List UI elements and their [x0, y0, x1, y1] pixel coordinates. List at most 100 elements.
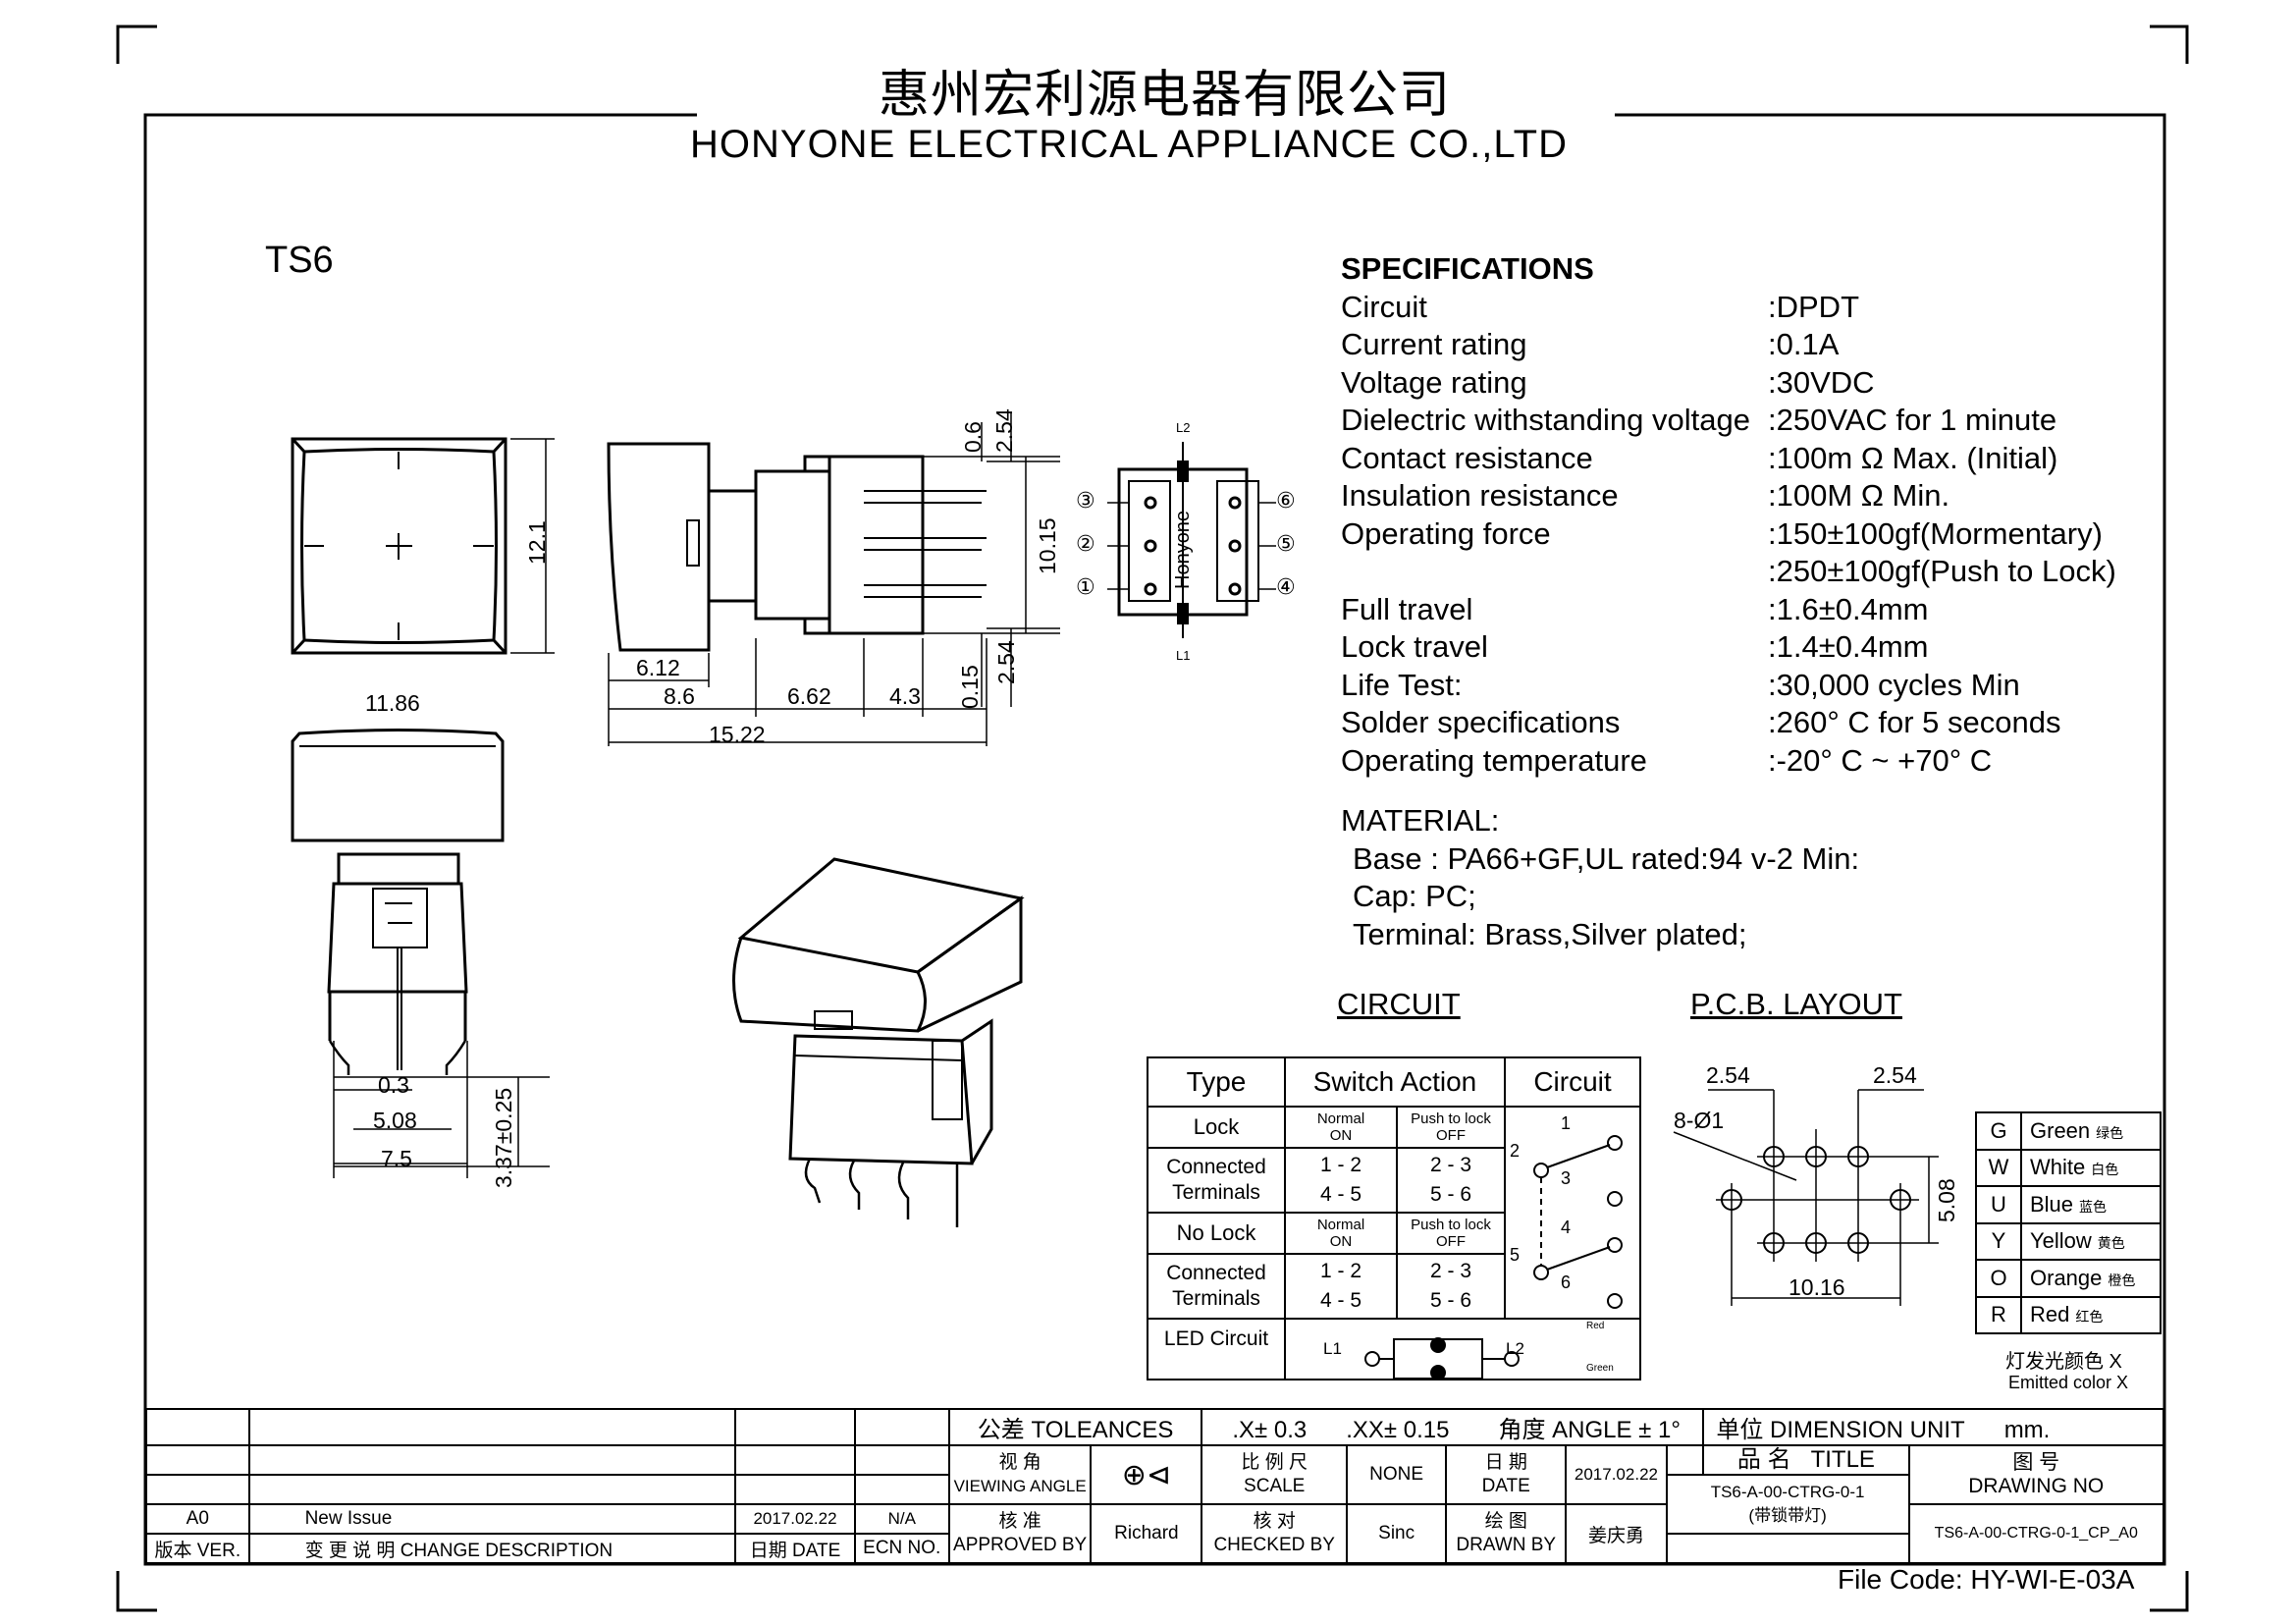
pair: 5 - 6 [1429, 1289, 1472, 1312]
circuit-heading: CIRCUIT [1337, 987, 1461, 1021]
color-row: W White 白色 [1975, 1148, 2162, 1187]
lead-l2-label: L2 [1176, 420, 1191, 435]
connected-label: Connected [1166, 1262, 1266, 1284]
projection-symbol-icon: ⊕⊲ [1090, 1444, 1203, 1505]
pcb-heading: P.C.B. LAYOUT [1690, 987, 1902, 1021]
spec-value: :1.4±0.4mm [1768, 629, 1929, 664]
dim-2-54-top: 2.54 [991, 408, 1017, 453]
lead-l1-label: L1 [1176, 648, 1191, 663]
dim-10-15: 10.15 [1035, 517, 1060, 574]
term-3: 3 [1561, 1168, 1572, 1188]
pcb-holes: 8-Ø1 [1674, 1108, 1725, 1133]
pin-1-circle: ① [1076, 575, 1095, 600]
scale-value: NONE [1346, 1444, 1448, 1505]
emitted-color-cn: 灯发光颜色 X [2005, 1351, 2122, 1373]
spec-value: :30VDC [1768, 364, 1875, 400]
push-lock-label: Push to lock [1411, 1110, 1491, 1127]
pin-2-circle: ② [1076, 532, 1095, 557]
pcb-dim-left: 2.54 [1706, 1062, 1750, 1088]
pair: 1 - 2 [1319, 1260, 1362, 1282]
spec-label: Full travel [1341, 591, 1473, 626]
date-cn: 日 期 [1484, 1452, 1527, 1473]
pcb-dim-right: 2.54 [1873, 1062, 1917, 1088]
dim-11-86: 11.86 [365, 690, 420, 716]
dim-4-3: 4.3 [889, 683, 921, 709]
dim-12-1: 12.1 [524, 520, 550, 565]
isometric-view [732, 857, 1025, 1227]
material-line: Cap: PC; [1353, 879, 1476, 913]
dim-0-6: 0.6 [960, 421, 986, 453]
col-circuit: Circuit [1504, 1056, 1641, 1108]
file-code: File Code: HY-WI-E-03A [1838, 1564, 2135, 1595]
bottom-elevation [291, 729, 550, 1178]
spec-value: :DPDT [1768, 289, 1859, 324]
rev-date: 2017.02.22 [734, 1503, 856, 1535]
col-switch-action: Switch Action [1284, 1056, 1506, 1108]
drawn-value: 姜庆勇 [1565, 1503, 1668, 1564]
led-circuit-label: LED Circuit [1147, 1318, 1286, 1380]
normal-label: Normal [1316, 1217, 1365, 1233]
color-code: G [1975, 1111, 2022, 1151]
rev-ecn: N/A [853, 1503, 950, 1535]
term-5: 5 [1510, 1245, 1521, 1265]
drawing-no-value: TS6-A-00-CTRG-0-1_CP_A0 [1907, 1503, 2165, 1564]
color-name: Yellow [2030, 1228, 2092, 1254]
title-cn: 品 名 [1736, 1446, 1791, 1473]
off-label: OFF [1436, 1127, 1466, 1144]
pin-4-circle: ④ [1276, 575, 1296, 600]
h-date: 日期 DATE [734, 1533, 856, 1564]
color-name: White [2030, 1155, 2086, 1180]
drawing-en: DRAWING NO [1968, 1475, 2105, 1497]
pcb-height: 5.08 [1934, 1178, 1959, 1222]
model-label: TS6 [265, 240, 334, 281]
spec-label: Solder specifications [1341, 705, 1621, 739]
color-name: Red [2030, 1302, 2070, 1327]
off-label: OFF [1436, 1233, 1466, 1250]
unit-value: mm. [2003, 1417, 2051, 1443]
terminals-label: Terminals [1172, 1181, 1260, 1204]
spec-row: Current rating:0.1A [1341, 326, 2116, 364]
pcb-layout [1673, 1089, 1939, 1306]
spec-label: Circuit [1341, 289, 1427, 324]
color-code: U [1975, 1185, 2022, 1224]
term-6: 6 [1561, 1272, 1572, 1292]
material-line: Terminal: Brass,Silver plated; [1353, 916, 1747, 951]
dim-5-08: 5.08 [373, 1108, 417, 1133]
emitted-color-en: Emitted color X [2008, 1373, 2129, 1392]
scale-cn: 比 例 尺 [1241, 1452, 1308, 1473]
color-code: W [1975, 1148, 2022, 1187]
dim-2-54-bottom: 2.54 [993, 640, 1019, 684]
spec-label: Contact resistance [1341, 440, 1593, 475]
pin-3-circle: ③ [1076, 489, 1095, 514]
color-name-cn: 白色 [2091, 1162, 2119, 1178]
spec-row: :250±100gf(Push to Lock) [1341, 553, 2116, 591]
scale-en: SCALE [1244, 1476, 1306, 1496]
pair: 5 - 6 [1429, 1183, 1472, 1206]
color-name-cn: 绿色 [2096, 1124, 2124, 1141]
spec-value: :30,000 cycles Min [1768, 667, 2020, 702]
pair: 4 - 5 [1319, 1289, 1362, 1312]
spec-row: Voltage rating:30VDC [1341, 364, 2116, 403]
pin-5-circle: ⑤ [1276, 532, 1296, 557]
led-green: Green [1586, 1363, 1614, 1374]
spec-row: Circuit :DPDT [1341, 289, 2116, 327]
tol-x: .X± 0.3 [1232, 1417, 1308, 1443]
normal-label: Normal [1316, 1110, 1365, 1127]
spec-label: Operating force [1341, 515, 1551, 551]
h-desc: 变 更 说 明 CHANGE DESCRIPTION [247, 1533, 737, 1564]
dim-15-22: 15.22 [709, 722, 766, 747]
checked-cn: 核 对 [1253, 1511, 1296, 1532]
spec-row: Life Test::30,000 cycles Min [1341, 667, 2116, 705]
drawn-en: DRAWN BY [1456, 1535, 1557, 1555]
on-label: ON [1329, 1127, 1353, 1144]
led-l2: L2 [1506, 1339, 1524, 1358]
spec-label: Operating temperature [1341, 742, 1647, 778]
h-ecn: ECN NO. [853, 1533, 950, 1564]
